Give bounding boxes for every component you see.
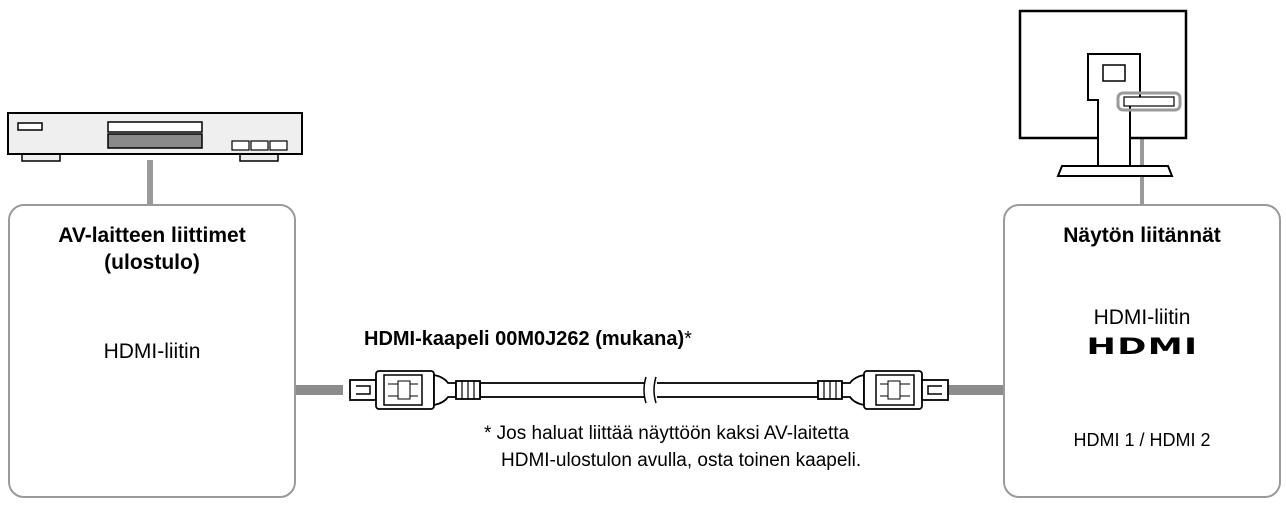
hdmi-logo: HDMI	[1086, 334, 1198, 360]
footnote-line2: HDMI-ulostulon avulla, osta toinen kaape…	[501, 450, 862, 471]
footnote-line1: * Jos haluat liittää näyttöön kaksi AV-l…	[484, 423, 850, 444]
cable-label-asterisk: *	[684, 328, 692, 350]
footnote: * Jos haluat liittää näyttöön kaksi AV-l…	[484, 420, 861, 474]
av-device-title-line1: AV-laitteen liittimet	[58, 224, 246, 247]
cable-label: HDMI-kaapeli 00M0J262 (mukana)*	[364, 328, 692, 351]
monitor-port-caption: HDMI 1 / HDMI 2	[1073, 430, 1211, 450]
av-device-title-line2: (ulostulo)	[104, 251, 200, 274]
monitor-icon	[1018, 9, 1188, 206]
cable-label-text: HDMI-kaapeli 00M0J262 (mukana)	[364, 328, 685, 350]
av-device-title: AV-laitteen liittimet (ulostulo)	[10, 222, 294, 276]
monitor-title: Näytön liitännät	[1063, 224, 1221, 247]
monitor-connector-panel: Näytön liitännät HDMI-liitin HDMI HDMI 1…	[1003, 204, 1281, 498]
hdmi-cable-icon	[349, 370, 949, 410]
av-device-connector-panel: AV-laitteen liittimet (ulostulo) HDMI-li…	[8, 204, 296, 498]
monitor-port-label: HDMI-liitin	[1093, 306, 1191, 329]
av-device-port-label: HDMI-liitin	[103, 340, 201, 363]
av-player-icon	[7, 112, 303, 206]
